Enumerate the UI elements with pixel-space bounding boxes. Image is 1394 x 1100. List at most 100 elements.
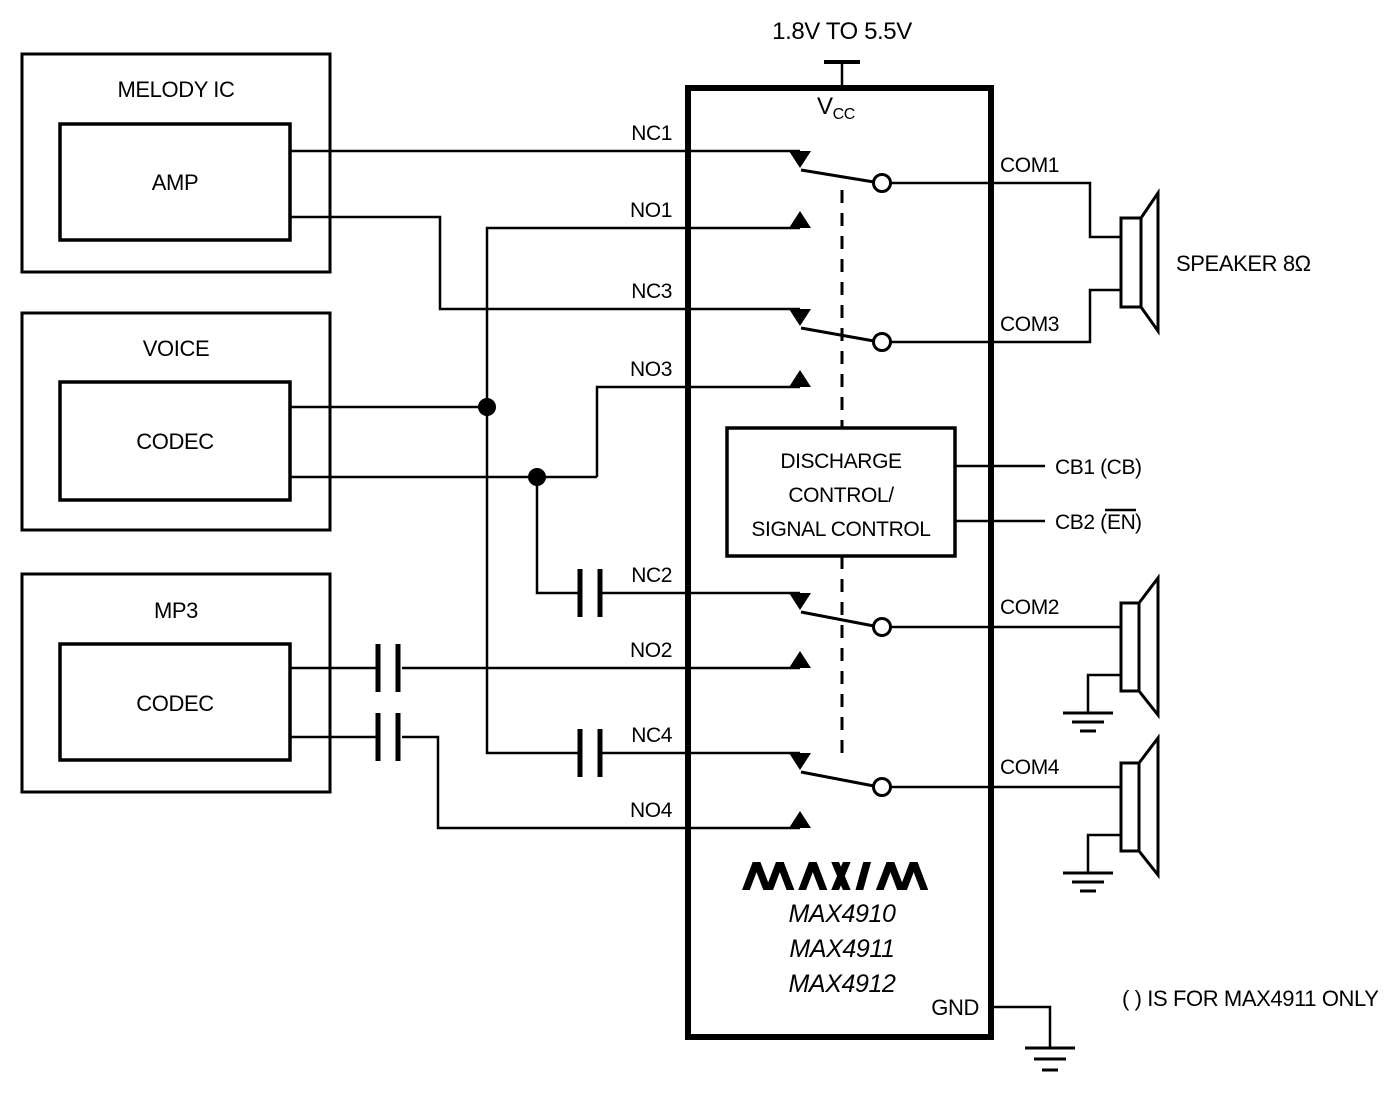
- nc2-contact-arrow-icon: [789, 593, 811, 610]
- vcc-subscript: CC: [833, 106, 855, 123]
- com2-pole-icon: [872, 617, 892, 637]
- no1-contact-arrow-icon: [789, 211, 811, 228]
- vcc-v: V: [817, 93, 833, 120]
- com-outputs: COM1 COM3 COM2 COM4: [890, 154, 1121, 789]
- gnd-wire: [991, 1005, 1052, 1048]
- melody-ic-title: MELODY IC: [117, 77, 235, 102]
- nc4-contact-arrow-icon: [789, 753, 811, 770]
- wire-no4: [402, 735, 800, 830]
- switch-1: [789, 151, 892, 228]
- speaker-bridge-8ohm: SPEAKER 8Ω: [1119, 188, 1311, 336]
- pin-labels-left: NC1 NO1 NC3 NO3 NC2 NO2 NC4 NO4: [630, 122, 673, 822]
- com3-pole-icon: [872, 332, 892, 352]
- power-supply: 1.8V TO 5.5V: [772, 18, 913, 90]
- com4-pole-icon: [872, 777, 892, 797]
- speaker-driver-icon: [1119, 601, 1141, 693]
- mp3-codec-box: [58, 642, 292, 762]
- voice-codec-label: CODEC: [136, 429, 214, 454]
- block-melody-ic: MELODY IC AMP: [20, 52, 332, 274]
- logo-stroke: [831, 862, 851, 890]
- speaker-com4: [1063, 733, 1160, 893]
- pin-label-com1: COM1: [1000, 154, 1059, 177]
- vcc-pin-label: VCC: [817, 93, 855, 123]
- pin-label-nc2: NC2: [631, 564, 672, 587]
- pin-label-no3: NO3: [630, 358, 672, 381]
- speaker-label: SPEAKER 8Ω: [1176, 251, 1311, 276]
- capacitor-nc2-icon: [577, 569, 603, 617]
- wire-no3: [595, 385, 800, 477]
- ground-symbol-icon: [1063, 711, 1113, 733]
- pin-label-cb2-suffix: ): [1135, 511, 1142, 534]
- discharge-control-line1: DISCHARGE: [780, 450, 902, 473]
- pin-label-cb1: CB1 (CB): [1055, 456, 1142, 479]
- logo-stroke: [855, 862, 872, 890]
- speaker-driver-icon: [1119, 216, 1143, 309]
- pin-label-cb2-en: EN: [1107, 511, 1135, 534]
- nc3-contact-arrow-icon: [789, 309, 811, 326]
- logo-stroke: [909, 862, 929, 890]
- discharge-control-block: DISCHARGE CONTROL/ SIGNAL CONTROL CB1 (C…: [725, 426, 1142, 558]
- ground-symbol-icon: [1063, 871, 1113, 893]
- speaker4-ground-wire: [1086, 833, 1121, 873]
- junction-dot: [478, 398, 496, 416]
- block-mp3: MP3 CODEC: [20, 572, 332, 794]
- wire-nc2-branch: [535, 477, 578, 595]
- pin-label-com3: COM3: [1000, 313, 1059, 336]
- no3-contact-arrow-icon: [789, 370, 811, 387]
- logo-stroke: [886, 862, 905, 890]
- discharge-control-line3: SIGNAL CONTROL: [751, 518, 930, 541]
- capacitor-no4-icon: [375, 713, 401, 761]
- amp-box: [58, 122, 292, 242]
- footnote: ( ) IS FOR MAX4911 ONLY: [1122, 986, 1379, 1011]
- speaker-driver-icon: [1119, 761, 1141, 853]
- capacitor-no2-icon: [375, 644, 401, 692]
- wire-com3: [890, 288, 1121, 344]
- pin-label-no1: NO1: [630, 199, 672, 222]
- speaker-cone-icon: [1137, 733, 1160, 880]
- pin-label-nc4: NC4: [631, 724, 673, 747]
- gnd-pin: GND: [931, 995, 1075, 1072]
- discharge-control-box: [725, 426, 957, 558]
- logo-stroke: [808, 862, 828, 890]
- part-number-1: MAX4910: [789, 900, 896, 928]
- maxim-logo: [742, 862, 929, 890]
- speaker-com2: [1063, 573, 1160, 733]
- pin-label-cb2-prefix: CB2 (: [1055, 511, 1107, 534]
- power-supply-label: 1.8V TO 5.5V: [772, 18, 912, 45]
- part-number-3: MAX4912: [789, 970, 896, 998]
- com1-pole-icon: [872, 173, 892, 193]
- nc1-contact-arrow-icon: [789, 151, 811, 168]
- pin-label-nc1: NC1: [631, 122, 672, 145]
- switch4-lever: [800, 770, 875, 788]
- logo-stroke: [775, 862, 795, 890]
- discharge-control-line2: CONTROL/: [788, 484, 894, 507]
- switch-3: [789, 309, 892, 387]
- wire-com1: [890, 181, 1121, 239]
- pin-label-no4: NO4: [630, 799, 673, 822]
- gnd-pin-label: GND: [931, 995, 979, 1020]
- pin-label-com2: COM2: [1000, 596, 1059, 619]
- block-voice: VOICE CODEC: [20, 311, 332, 532]
- mp3-title: MP3: [154, 598, 198, 623]
- wires: [290, 149, 800, 830]
- capacitor-nc4-icon: [577, 729, 603, 777]
- switch-4: [789, 753, 892, 828]
- switch-2: [789, 593, 892, 668]
- mp3-codec-label: CODEC: [136, 691, 214, 716]
- speaker-cone-icon: [1137, 573, 1160, 720]
- voice-codec-box: [58, 380, 292, 502]
- amp-label: AMP: [152, 170, 198, 195]
- ground-symbol-icon: [1025, 1046, 1075, 1072]
- part-number-2: MAX4911: [789, 935, 894, 963]
- no2-contact-arrow-icon: [789, 651, 811, 668]
- switch1-lever: [800, 168, 875, 184]
- wire-nc3: [290, 215, 800, 311]
- speaker-cone-icon: [1139, 188, 1160, 336]
- pin-label-no2: NO2: [630, 639, 672, 662]
- junction-dot: [528, 468, 546, 486]
- voice-title: VOICE: [143, 336, 209, 361]
- logo-stroke: [752, 862, 772, 890]
- pin-label-nc3: NC3: [631, 280, 672, 303]
